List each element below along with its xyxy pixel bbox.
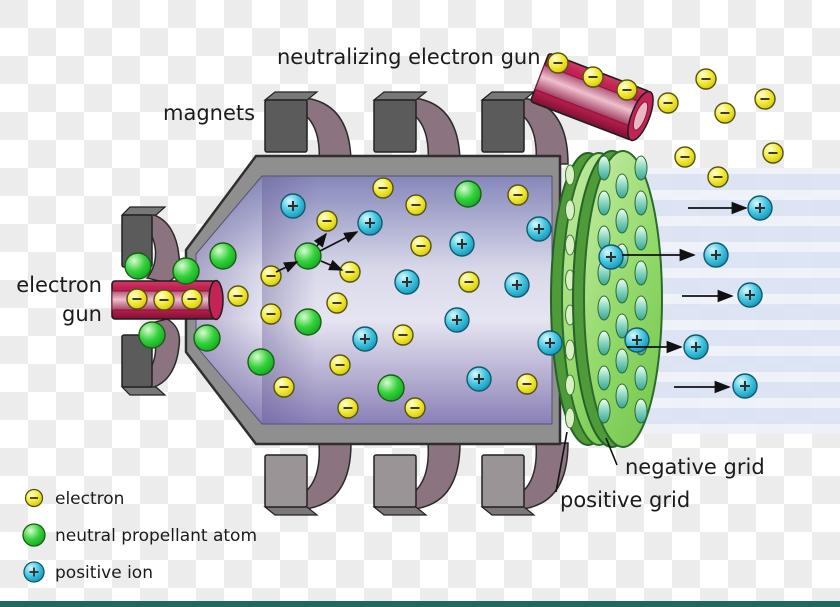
negative-grid xyxy=(572,150,663,448)
magnet-left-bottom xyxy=(120,318,181,396)
legend: electron neutral propellant atom positiv… xyxy=(22,488,257,583)
legend-item-atom: neutral propellant atom xyxy=(22,523,257,547)
magnet-bottom-2 xyxy=(372,442,461,516)
positive-grid-label: positive grid xyxy=(560,488,690,512)
legend-electron-label: electron xyxy=(55,489,124,509)
neutralizer-cap-inner xyxy=(632,101,649,131)
scattered-electrons-group xyxy=(657,68,784,188)
electron-gun-cap xyxy=(208,279,224,321)
legend-atom-label: neutral propellant atom xyxy=(55,526,257,546)
magnet-top-1 xyxy=(263,91,352,165)
magnet-top-3 xyxy=(480,91,569,165)
gun-electrons-group xyxy=(126,288,203,311)
ionization-arrows xyxy=(275,231,359,273)
legend-item-ion: positive ion xyxy=(23,561,153,583)
grid-ions-group xyxy=(598,244,650,353)
legend-ion-label: positive ion xyxy=(55,563,153,583)
magnet-bottom-1 xyxy=(263,442,352,516)
electron-gun-label-line2: gun xyxy=(62,302,102,326)
neutralizing-electron-gun-label: neutralizing electron gun xyxy=(277,45,541,69)
negative-grid-label: negative grid xyxy=(625,455,765,479)
bottom-border xyxy=(0,601,840,607)
neutralizing-electron-gun xyxy=(530,53,654,142)
neutralizer-electrons-group xyxy=(547,52,638,101)
legend-item-electron: electron xyxy=(24,488,124,509)
beam-arrows xyxy=(622,201,748,394)
chamber-electrons-group xyxy=(227,177,538,419)
magnet-bottom-3 xyxy=(480,442,569,516)
chamber-ions-group xyxy=(280,193,563,392)
legend-atom-icon xyxy=(22,523,46,547)
electron-gun-label-line1: electron xyxy=(16,273,102,297)
atoms-group xyxy=(124,180,482,402)
magnets-label: magnets xyxy=(163,101,255,125)
magnet-top-2 xyxy=(372,91,461,165)
grid-leader-lines xyxy=(555,431,618,493)
beam-ions-group xyxy=(683,195,773,399)
